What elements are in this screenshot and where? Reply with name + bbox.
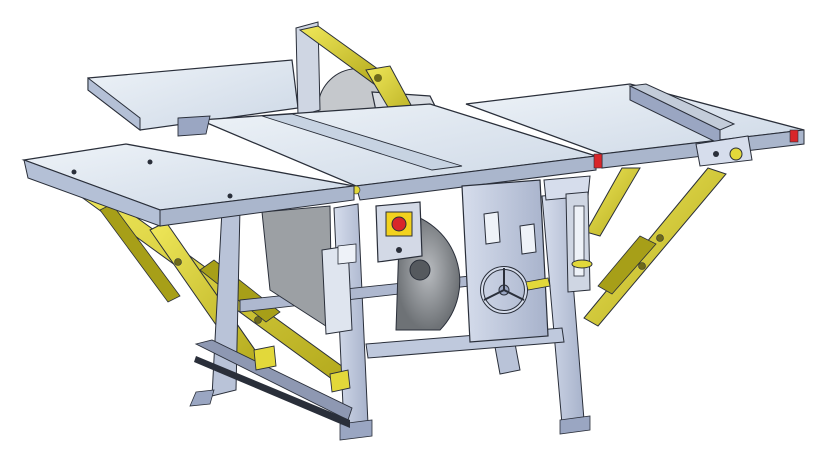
- tilt-column: [543, 175, 593, 293]
- rip-fence: [628, 83, 753, 167]
- leg-brackets: [177, 115, 351, 393]
- switch-icon: [391, 216, 407, 232]
- left-extension-table: [21, 143, 355, 227]
- scissor-leg-right: [583, 167, 727, 327]
- side-panel: [321, 243, 357, 335]
- switch-box: [375, 201, 423, 263]
- motor-housing: [461, 179, 549, 343]
- handwheel-icon: [525, 277, 551, 291]
- handwheel: [480, 266, 551, 314]
